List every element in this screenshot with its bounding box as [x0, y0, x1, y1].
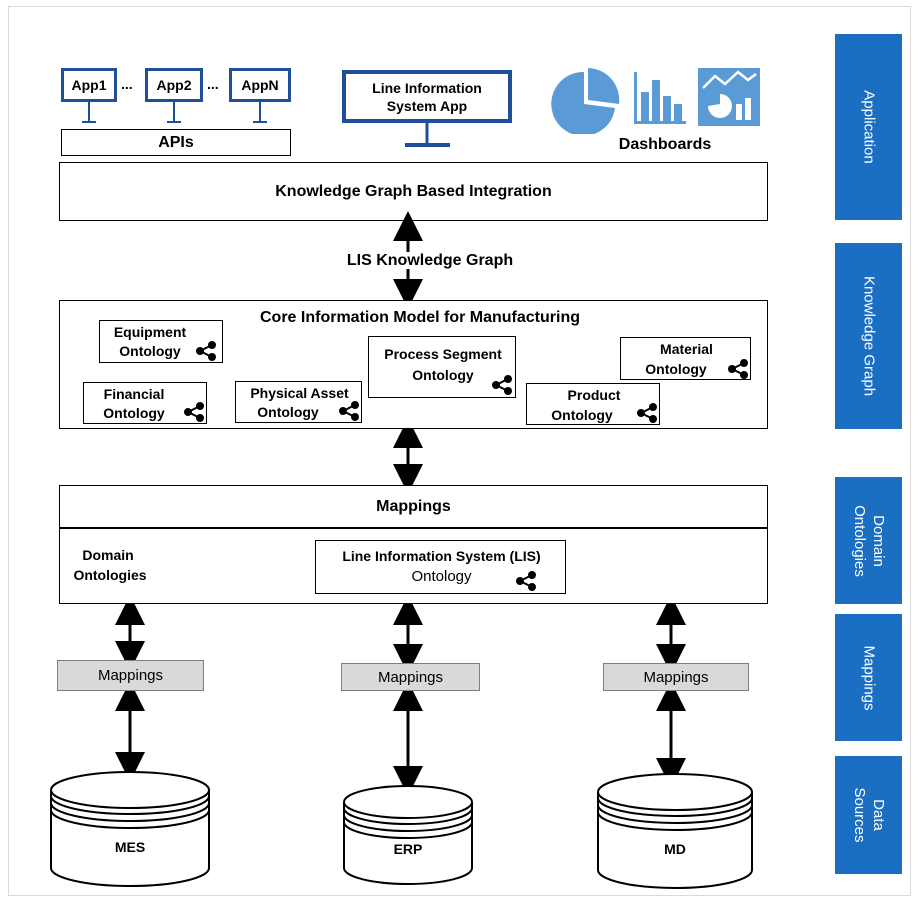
process-segment-share-icon — [492, 375, 512, 395]
domain-ontologies-box: Domain Ontologies Line Information Syste… — [59, 528, 768, 604]
physical-asset-ontology-line2: Ontology — [257, 404, 319, 420]
process-segment-ontology-box: Process Segment Ontology — [368, 336, 516, 398]
side-mappings-label: Mappings — [860, 644, 877, 711]
side-layer-domain-ontologies: Domain Ontologies — [835, 477, 902, 604]
mappings-top-label: Mappings — [376, 497, 451, 515]
md-mapping-label: Mappings — [643, 668, 709, 686]
product-share-icon — [637, 403, 657, 423]
erp-mapping-box: Mappings — [341, 663, 480, 691]
lis-ontology-line1: Line Information System (LIS) — [342, 548, 541, 564]
mes-database-icon — [50, 771, 210, 887]
app1-monitor: App1 — [61, 68, 117, 102]
core-model-title: Core Information Model for Manufacturing — [260, 309, 580, 326]
product-ontology-line1: Product — [567, 387, 621, 403]
process-segment-ontology-line1: Process Segment — [384, 346, 502, 362]
diagram-frame — [8, 6, 911, 896]
md-label: MD — [664, 841, 686, 857]
lis-app-stand — [405, 123, 450, 147]
product-ontology-line2: Ontology — [551, 407, 613, 423]
physical-asset-share-icon — [339, 401, 359, 421]
side-layer-application: Application — [835, 34, 902, 220]
kg-integration-box: Knowledge Graph Based Integration — [59, 162, 768, 221]
analytics-dashboard-icon — [698, 68, 760, 126]
side-knowledge-graph-label: Knowledge Graph — [860, 275, 877, 397]
financial-ontology-box: Financial Ontology — [83, 382, 207, 424]
mes-mapping-label: Mappings — [97, 667, 164, 684]
appn-monitor: AppN — [229, 68, 291, 102]
side-domain-label: Domain — [869, 514, 887, 567]
pie-chart-icon — [551, 68, 620, 134]
lis-kg-label: LIS Knowledge Graph — [344, 252, 516, 269]
material-ontology-box: Material Ontology — [620, 337, 751, 380]
material-share-icon — [728, 359, 748, 379]
appn-label: AppN — [241, 77, 279, 93]
lis-app-line2: System App — [386, 97, 468, 114]
domain-ontologies-line1: Domain — [82, 547, 134, 563]
equipment-ontology-box: Equipment Ontology — [99, 320, 223, 363]
ellipsis-2: ... — [207, 76, 219, 92]
financial-share-icon — [184, 402, 204, 422]
md-database-icon — [597, 773, 753, 889]
app2-label: App2 — [156, 77, 192, 93]
apis-bar: APIs — [61, 129, 291, 156]
erp-mapping-label: Mappings — [377, 668, 444, 686]
physical-asset-ontology-line1: Physical Asset — [250, 385, 349, 401]
side-layer-data-sources: Data Sources — [835, 756, 902, 874]
equipment-ontology-line2: Ontology — [119, 343, 181, 359]
material-ontology-line1: Material — [660, 341, 713, 357]
lis-ontology-share-icon — [516, 571, 536, 591]
financial-ontology-line2: Ontology — [103, 405, 165, 421]
side-data-label: Data — [869, 799, 887, 831]
ellipsis-1: ... — [121, 76, 133, 92]
dashboards-icons — [551, 68, 760, 134]
financial-ontology-line1: Financial — [103, 386, 165, 402]
side-ontologies-label: Ontologies — [850, 504, 868, 577]
side-layer-knowledge-graph: Knowledge Graph — [835, 243, 902, 429]
md-mapping-box: Mappings — [603, 663, 749, 691]
kg-integration-label: Knowledge Graph Based Integration — [275, 182, 552, 200]
side-application-label: Application — [860, 90, 877, 164]
lis-ontology-line2: Ontology — [411, 568, 472, 585]
material-ontology-line2: Ontology — [645, 361, 707, 377]
lis-ontology-box: Line Information System (LIS) Ontology — [315, 540, 566, 594]
mes-label: MES — [114, 839, 146, 855]
lis-app-monitor: Line Information System App — [342, 70, 512, 123]
side-sources-label: Sources — [850, 787, 868, 843]
product-ontology-box: Product Ontology — [526, 383, 660, 425]
apis-label: APIs — [158, 133, 194, 151]
ontology-graph-icons — [184, 341, 748, 423]
side-layer-mappings: Mappings — [835, 614, 902, 741]
lis-app-line1: Line Information — [372, 79, 482, 96]
monitor-stands — [82, 102, 267, 123]
physical-asset-ontology-box: Physical Asset Ontology — [235, 381, 362, 423]
app1-label: App1 — [71, 77, 107, 93]
process-segment-ontology-line2: Ontology — [412, 367, 474, 383]
dashboards-label: Dashboards — [618, 136, 712, 153]
mes-mapping-box: Mappings — [57, 660, 204, 691]
domain-ontologies-line2: Ontologies — [73, 567, 147, 583]
erp-database-icon — [343, 785, 473, 885]
equipment-ontology-line1: Equipment — [113, 324, 187, 340]
app2-monitor: App2 — [145, 68, 203, 102]
erp-label: ERP — [393, 841, 423, 857]
bar-chart-icon — [634, 72, 686, 124]
equipment-share-icon — [196, 341, 216, 361]
mappings-top-box: Mappings — [59, 485, 768, 528]
core-information-model-box: Core Information Model for Manufacturing… — [59, 300, 768, 429]
